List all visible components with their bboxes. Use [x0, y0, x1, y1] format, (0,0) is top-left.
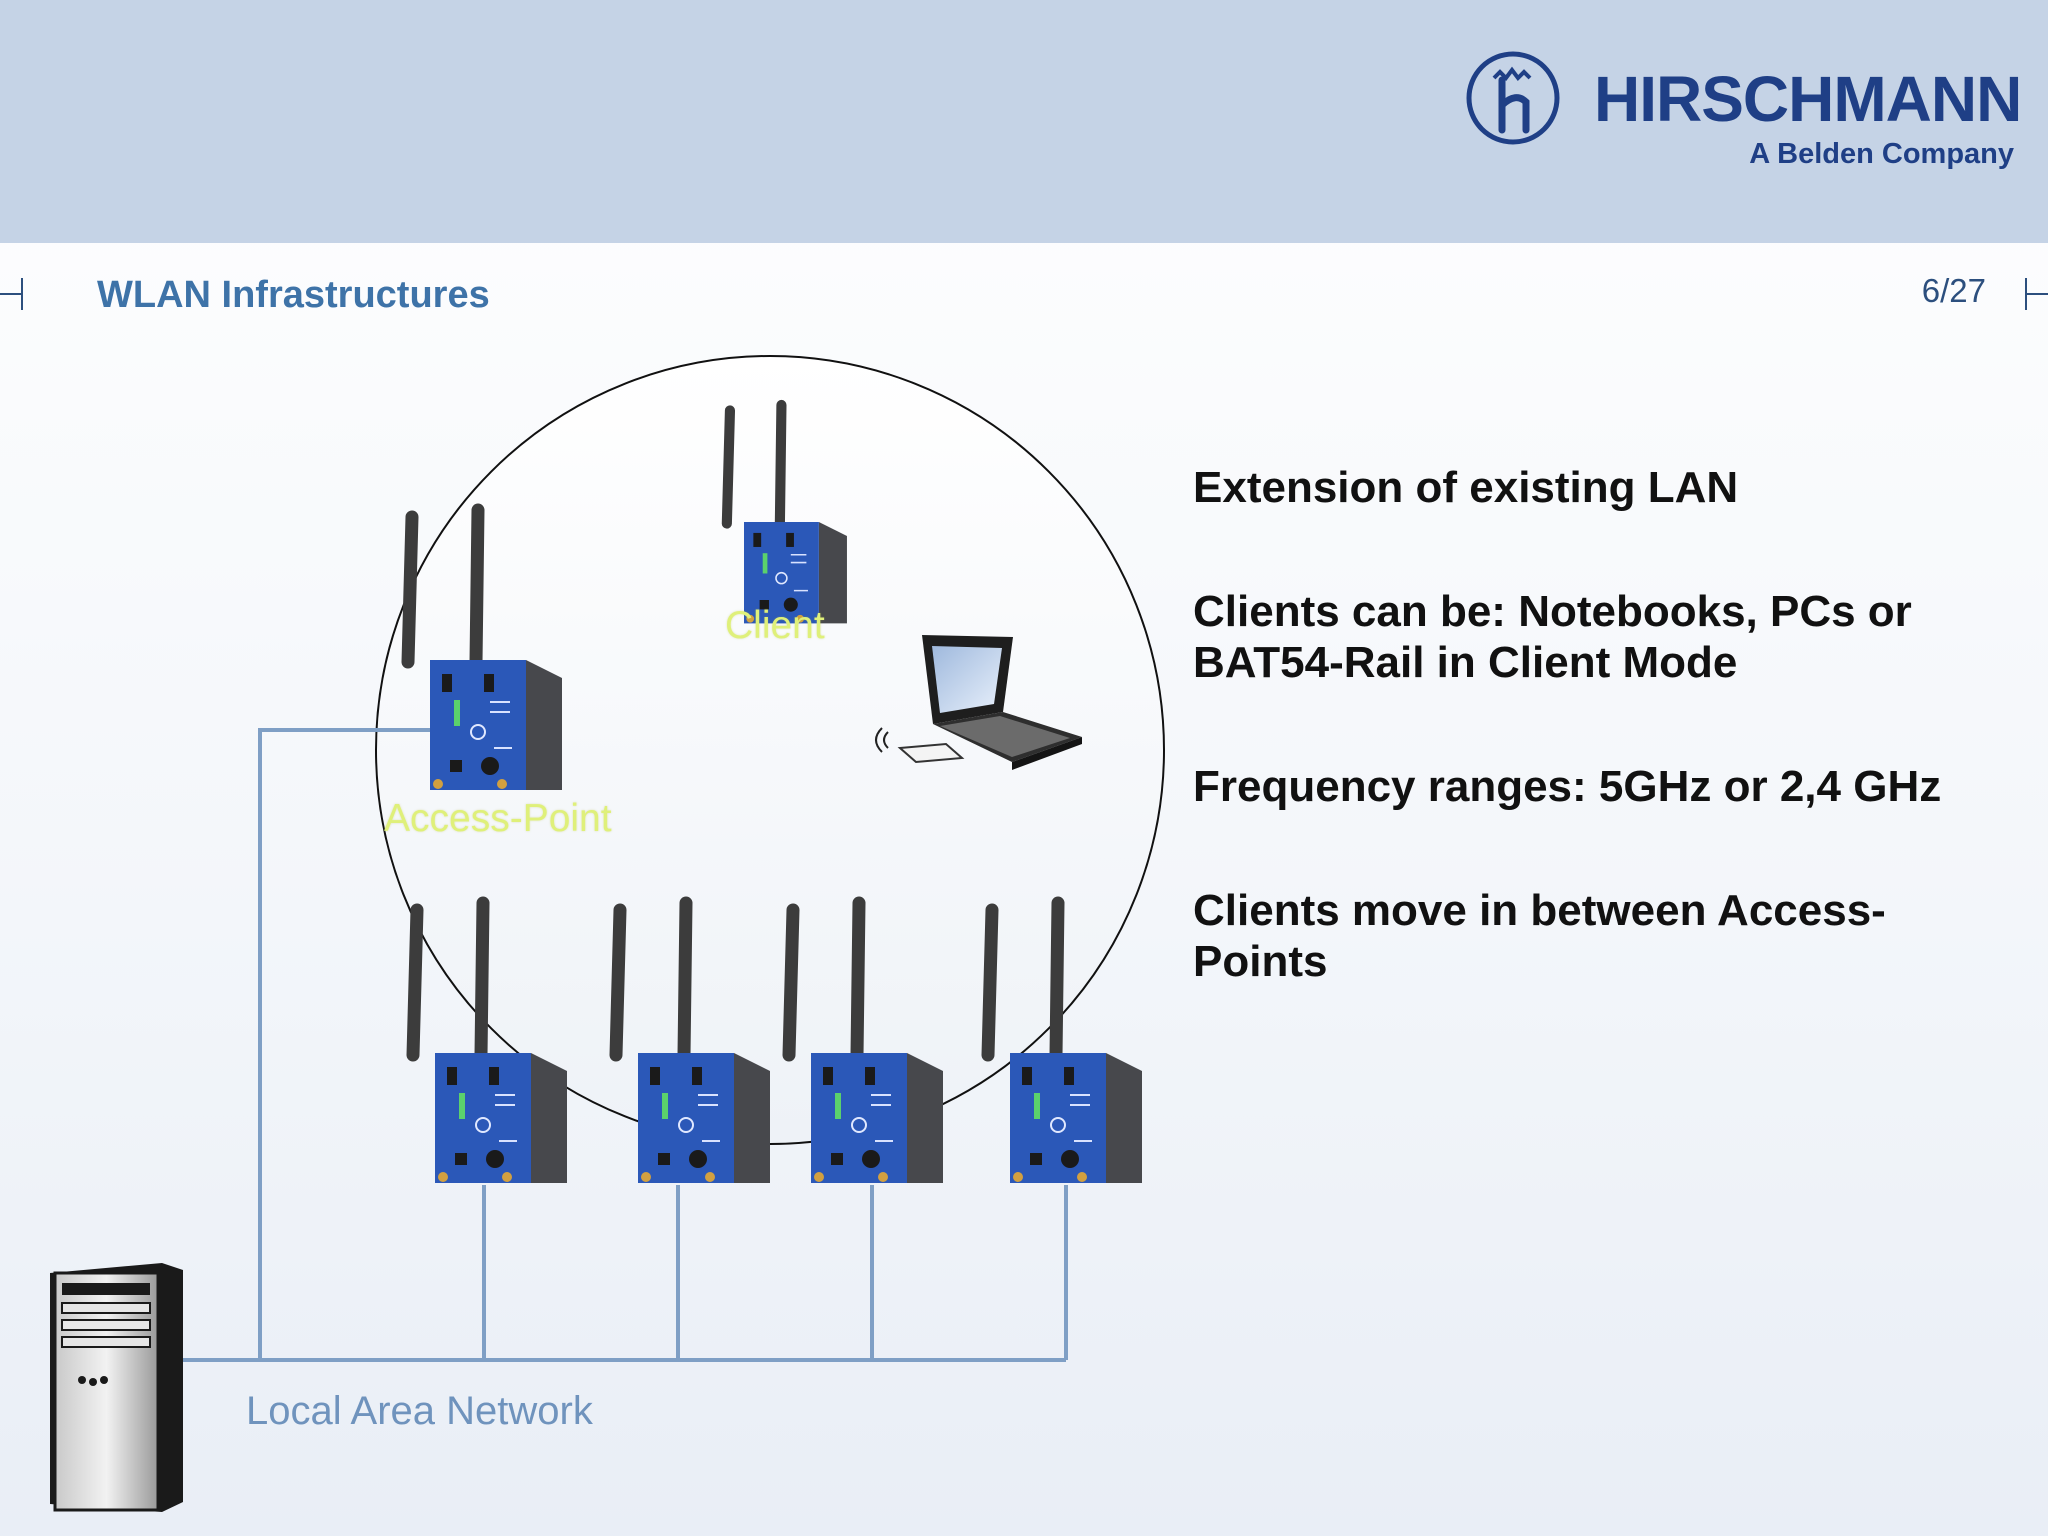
client-label: Client — [725, 604, 825, 647]
slide-title: WLAN Infrastructures — [97, 274, 490, 316]
bullet-item: Extension of existing LAN — [1193, 463, 1739, 512]
bullet-item: Clients can be: Notebooks, PCs or BAT54-… — [1193, 587, 1912, 687]
brand-name: HIRSCHMANN — [1594, 63, 2022, 135]
lan-cables — [182, 728, 1068, 1362]
lan-label: Local Area Network — [246, 1389, 593, 1433]
hirschmann-logo-icon — [1466, 51, 1560, 145]
header-bar — [0, 0, 2048, 243]
brand-subtitle: A Belden Company — [1749, 138, 2014, 170]
bullet-item: Frequency ranges: 5GHz or 2,4 GHz — [1193, 762, 1942, 811]
notebook-icon — [875, 635, 1082, 770]
server-tower-icon — [50, 1263, 183, 1512]
right-bracket-icon — [2025, 278, 2048, 310]
access-point-label: Access-Point — [384, 797, 612, 840]
bullet-item: Clients move in between Access-Points — [1193, 886, 1886, 986]
page-number: 6/27 — [1921, 272, 1986, 309]
bullet-list: Extension of existing LAN Clients can be… — [1193, 462, 2023, 1060]
left-bracket-icon — [0, 278, 23, 310]
